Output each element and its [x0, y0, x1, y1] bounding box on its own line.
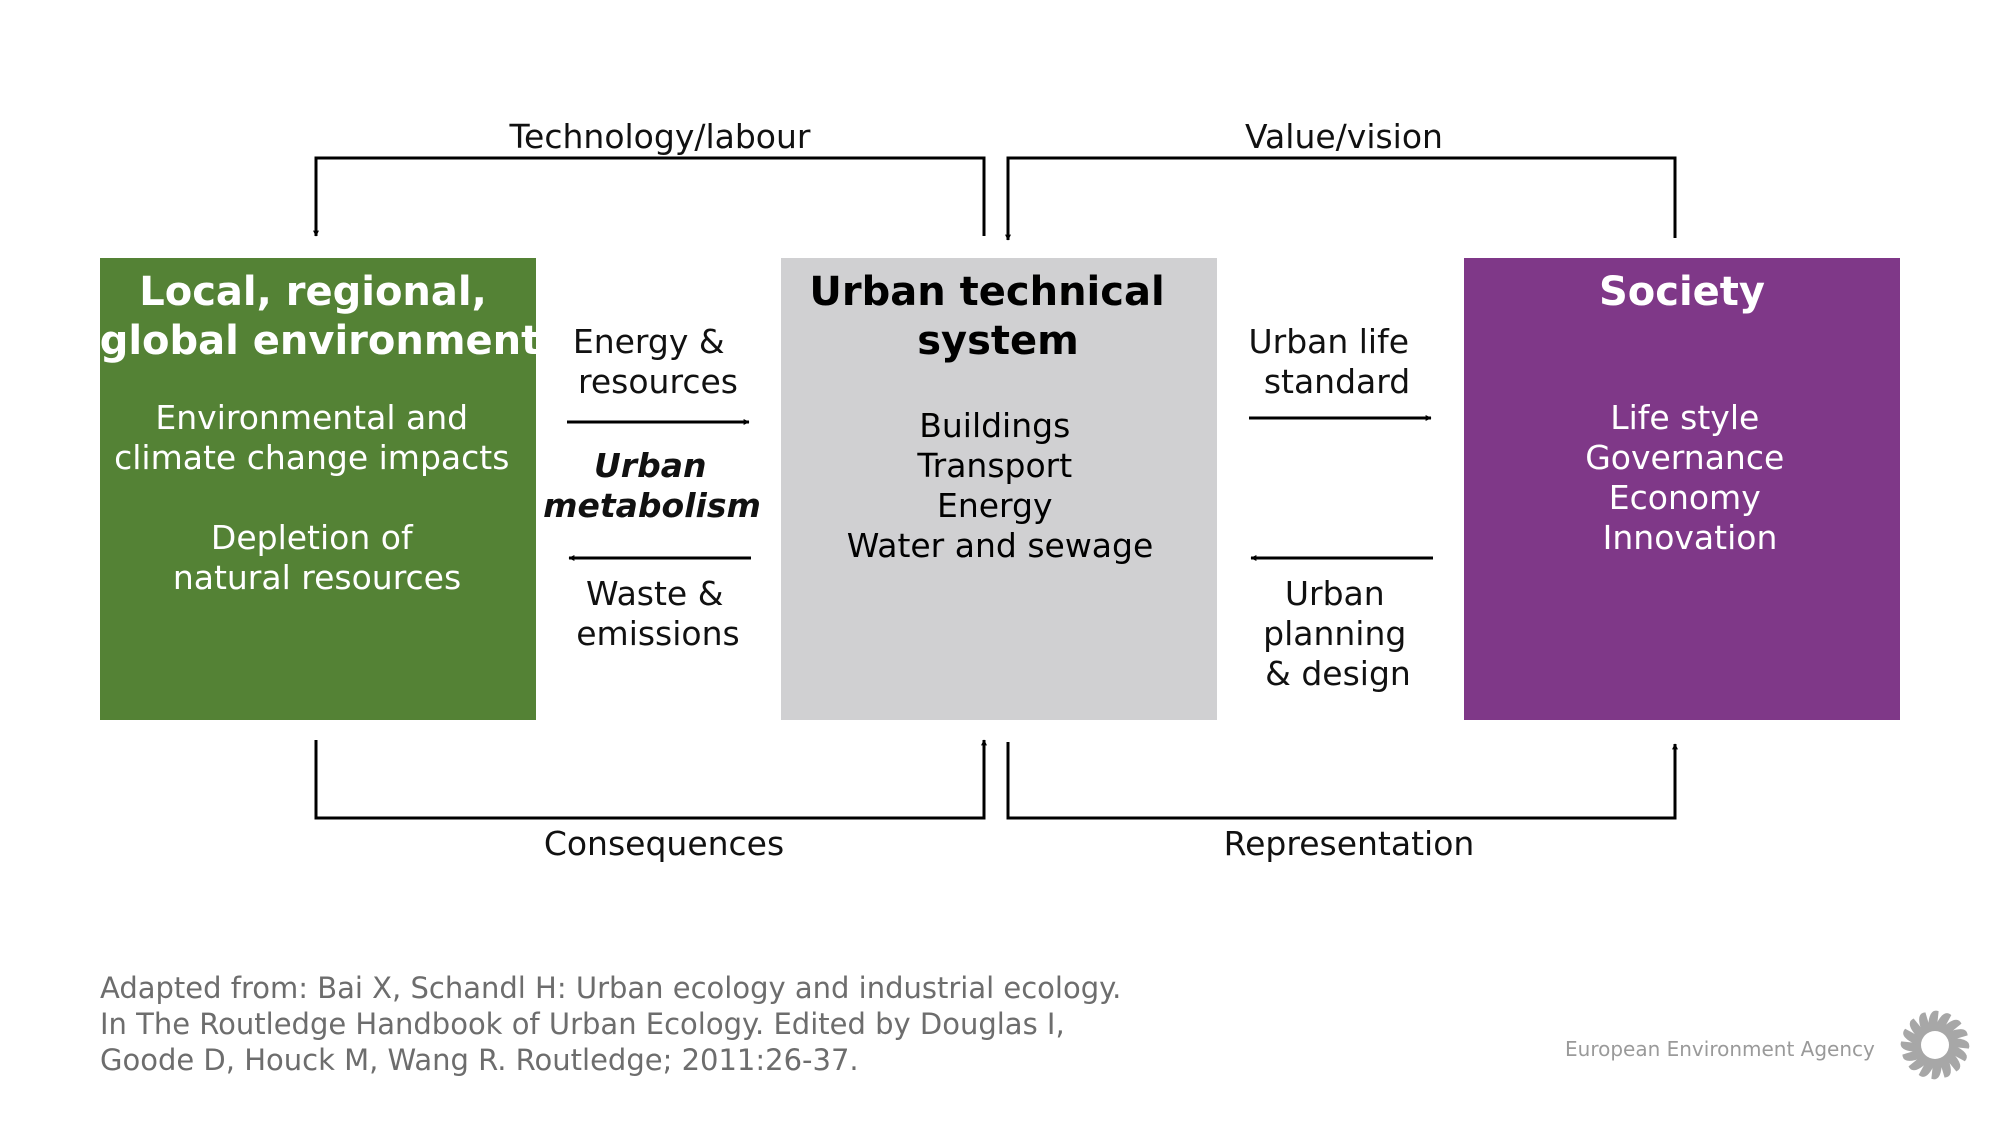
technology-labour-label: Technology/labour — [509, 117, 811, 156]
society-title: Society — [1599, 269, 1765, 315]
caption-line: In The Routledge Handbook of Urban Ecolo… — [100, 1007, 1065, 1041]
caption-line: Goode D, Houck M, Wang R. Routledge; 201… — [100, 1043, 859, 1077]
value-vision-label: Value/vision — [1245, 117, 1443, 156]
environment-title: Local, regional, global environment — [100, 269, 541, 364]
environment-body: Environmental and climate change impacts… — [114, 398, 520, 597]
representation-label: Representation — [1224, 824, 1475, 863]
urban-system-body: Buildings Transport Energy Water and sew… — [847, 406, 1154, 565]
urban-metabolism-label: Urban metabolism — [543, 446, 761, 525]
society-box — [1464, 258, 1900, 720]
eea-sunburst-icon — [1900, 1010, 1970, 1080]
environment-box — [100, 258, 536, 720]
representation-loop — [1006, 742, 1678, 820]
energy-resources-label: Energy & resources — [573, 322, 738, 401]
urban-system-title: Urban technical system — [809, 269, 1178, 364]
society-body: Life style Governance Economy Innovation — [1585, 398, 1795, 557]
urban-life-standard-label: Urban life standard — [1248, 322, 1419, 401]
urban-planning-label: Urban planning & design — [1263, 574, 1417, 693]
consequences-label: Consequences — [544, 824, 784, 863]
brand-name: European Environment Agency — [1565, 1037, 1875, 1061]
caption-line: Adapted from: Bai X, Schandl H: Urban ec… — [100, 971, 1122, 1005]
source-caption: Adapted from: Bai X, Schandl H: Urban ec… — [100, 970, 1250, 1078]
consequences-loop — [314, 739, 987, 820]
technology-labour-loop — [313, 156, 986, 237]
urban-system-box — [781, 258, 1217, 720]
value-vision-loop — [1005, 156, 1677, 241]
waste-emissions-label: Waste & emissions — [576, 574, 739, 653]
